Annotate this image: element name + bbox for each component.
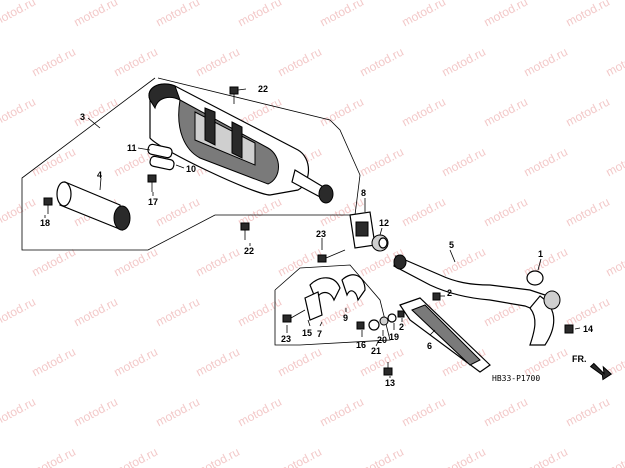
pipe-protector bbox=[56, 181, 131, 231]
clamp-group-outline bbox=[274, 264, 391, 346]
callout-18: 18 bbox=[40, 218, 50, 228]
bolt-13 bbox=[383, 362, 393, 376]
callout-23-upper: 23 bbox=[316, 229, 326, 239]
callout-13: 13 bbox=[385, 378, 395, 388]
muffler-group-outline bbox=[21, 77, 361, 251]
bracket-8 bbox=[349, 211, 376, 249]
nut-14 bbox=[564, 324, 574, 334]
callout-14: 14 bbox=[583, 324, 593, 334]
collar-12 bbox=[371, 234, 389, 252]
callout-11: 11 bbox=[127, 143, 137, 153]
gasket-11 bbox=[147, 143, 175, 171]
direction-label: FR. bbox=[572, 354, 587, 364]
callout-19: 19 bbox=[389, 332, 399, 342]
bolt-22-mid bbox=[240, 222, 250, 240]
bolt-18 bbox=[43, 197, 53, 214]
callout-3: 3 bbox=[80, 112, 85, 122]
callout-16: 16 bbox=[356, 340, 366, 350]
callout-22-mid: 22 bbox=[244, 246, 254, 256]
nut-2-upper bbox=[432, 292, 441, 301]
gasket-ring-1 bbox=[526, 270, 544, 286]
diagram-code: HB33-P1700 bbox=[492, 374, 540, 383]
callout-22-top: 22 bbox=[258, 84, 268, 94]
bolt-17 bbox=[147, 174, 157, 192]
muffler bbox=[148, 83, 334, 204]
callout-8: 8 bbox=[361, 188, 366, 198]
callout-23-lower: 23 bbox=[281, 334, 291, 344]
bolt-22-top bbox=[229, 86, 239, 104]
callout-15: 15 bbox=[302, 328, 312, 338]
callout-2-upper: 2 bbox=[447, 288, 452, 298]
callout-20: 20 bbox=[377, 335, 387, 345]
front-direction-arrow: FR. bbox=[572, 354, 613, 381]
band-9 bbox=[341, 274, 366, 302]
callout-17: 17 bbox=[148, 197, 158, 207]
callout-2-lower: 2 bbox=[399, 322, 404, 332]
callout-7: 7 bbox=[317, 329, 322, 339]
callout-9: 9 bbox=[343, 313, 348, 323]
callout-4: 4 bbox=[97, 170, 102, 180]
bolt-23-upper bbox=[317, 249, 346, 263]
leader-lines bbox=[44, 88, 581, 378]
bolt-23-lower bbox=[282, 309, 306, 323]
callout-12: 12 bbox=[379, 218, 389, 228]
callout-6: 6 bbox=[427, 341, 432, 351]
exhaust-pipe bbox=[393, 254, 561, 346]
callout-10: 10 bbox=[186, 164, 196, 174]
washers-group bbox=[356, 310, 405, 331]
heat-shield-6 bbox=[399, 297, 491, 373]
callout-5: 5 bbox=[449, 240, 454, 250]
callout-1: 1 bbox=[538, 249, 543, 259]
clamp-7 bbox=[304, 277, 341, 321]
callout-21: 21 bbox=[371, 346, 381, 356]
